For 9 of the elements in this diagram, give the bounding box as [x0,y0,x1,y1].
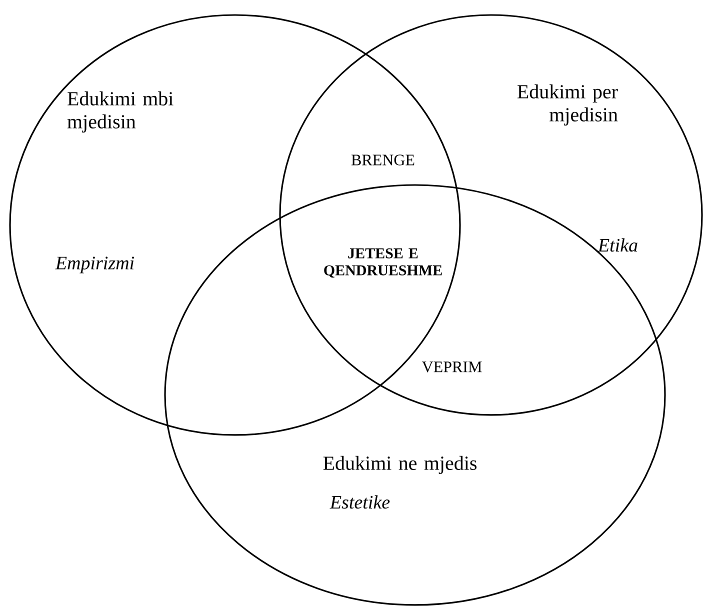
overlap-label: JETESE E QENDRUESHME [324,248,442,278]
circle-keyword: Estetike [330,495,390,509]
circle-title: Edukimi ne mjedis [323,456,476,474]
circle-keyword: Empirizmi [55,256,134,274]
circle-title: Edukimi per mjedisin [518,84,618,126]
overlap-label: VEPRIM [422,362,482,372]
circle-keyword: Etika [598,238,638,252]
circle-title: Edukimi mbi mjedisin [67,91,174,133]
overlap-label: BRENGE [351,154,414,166]
